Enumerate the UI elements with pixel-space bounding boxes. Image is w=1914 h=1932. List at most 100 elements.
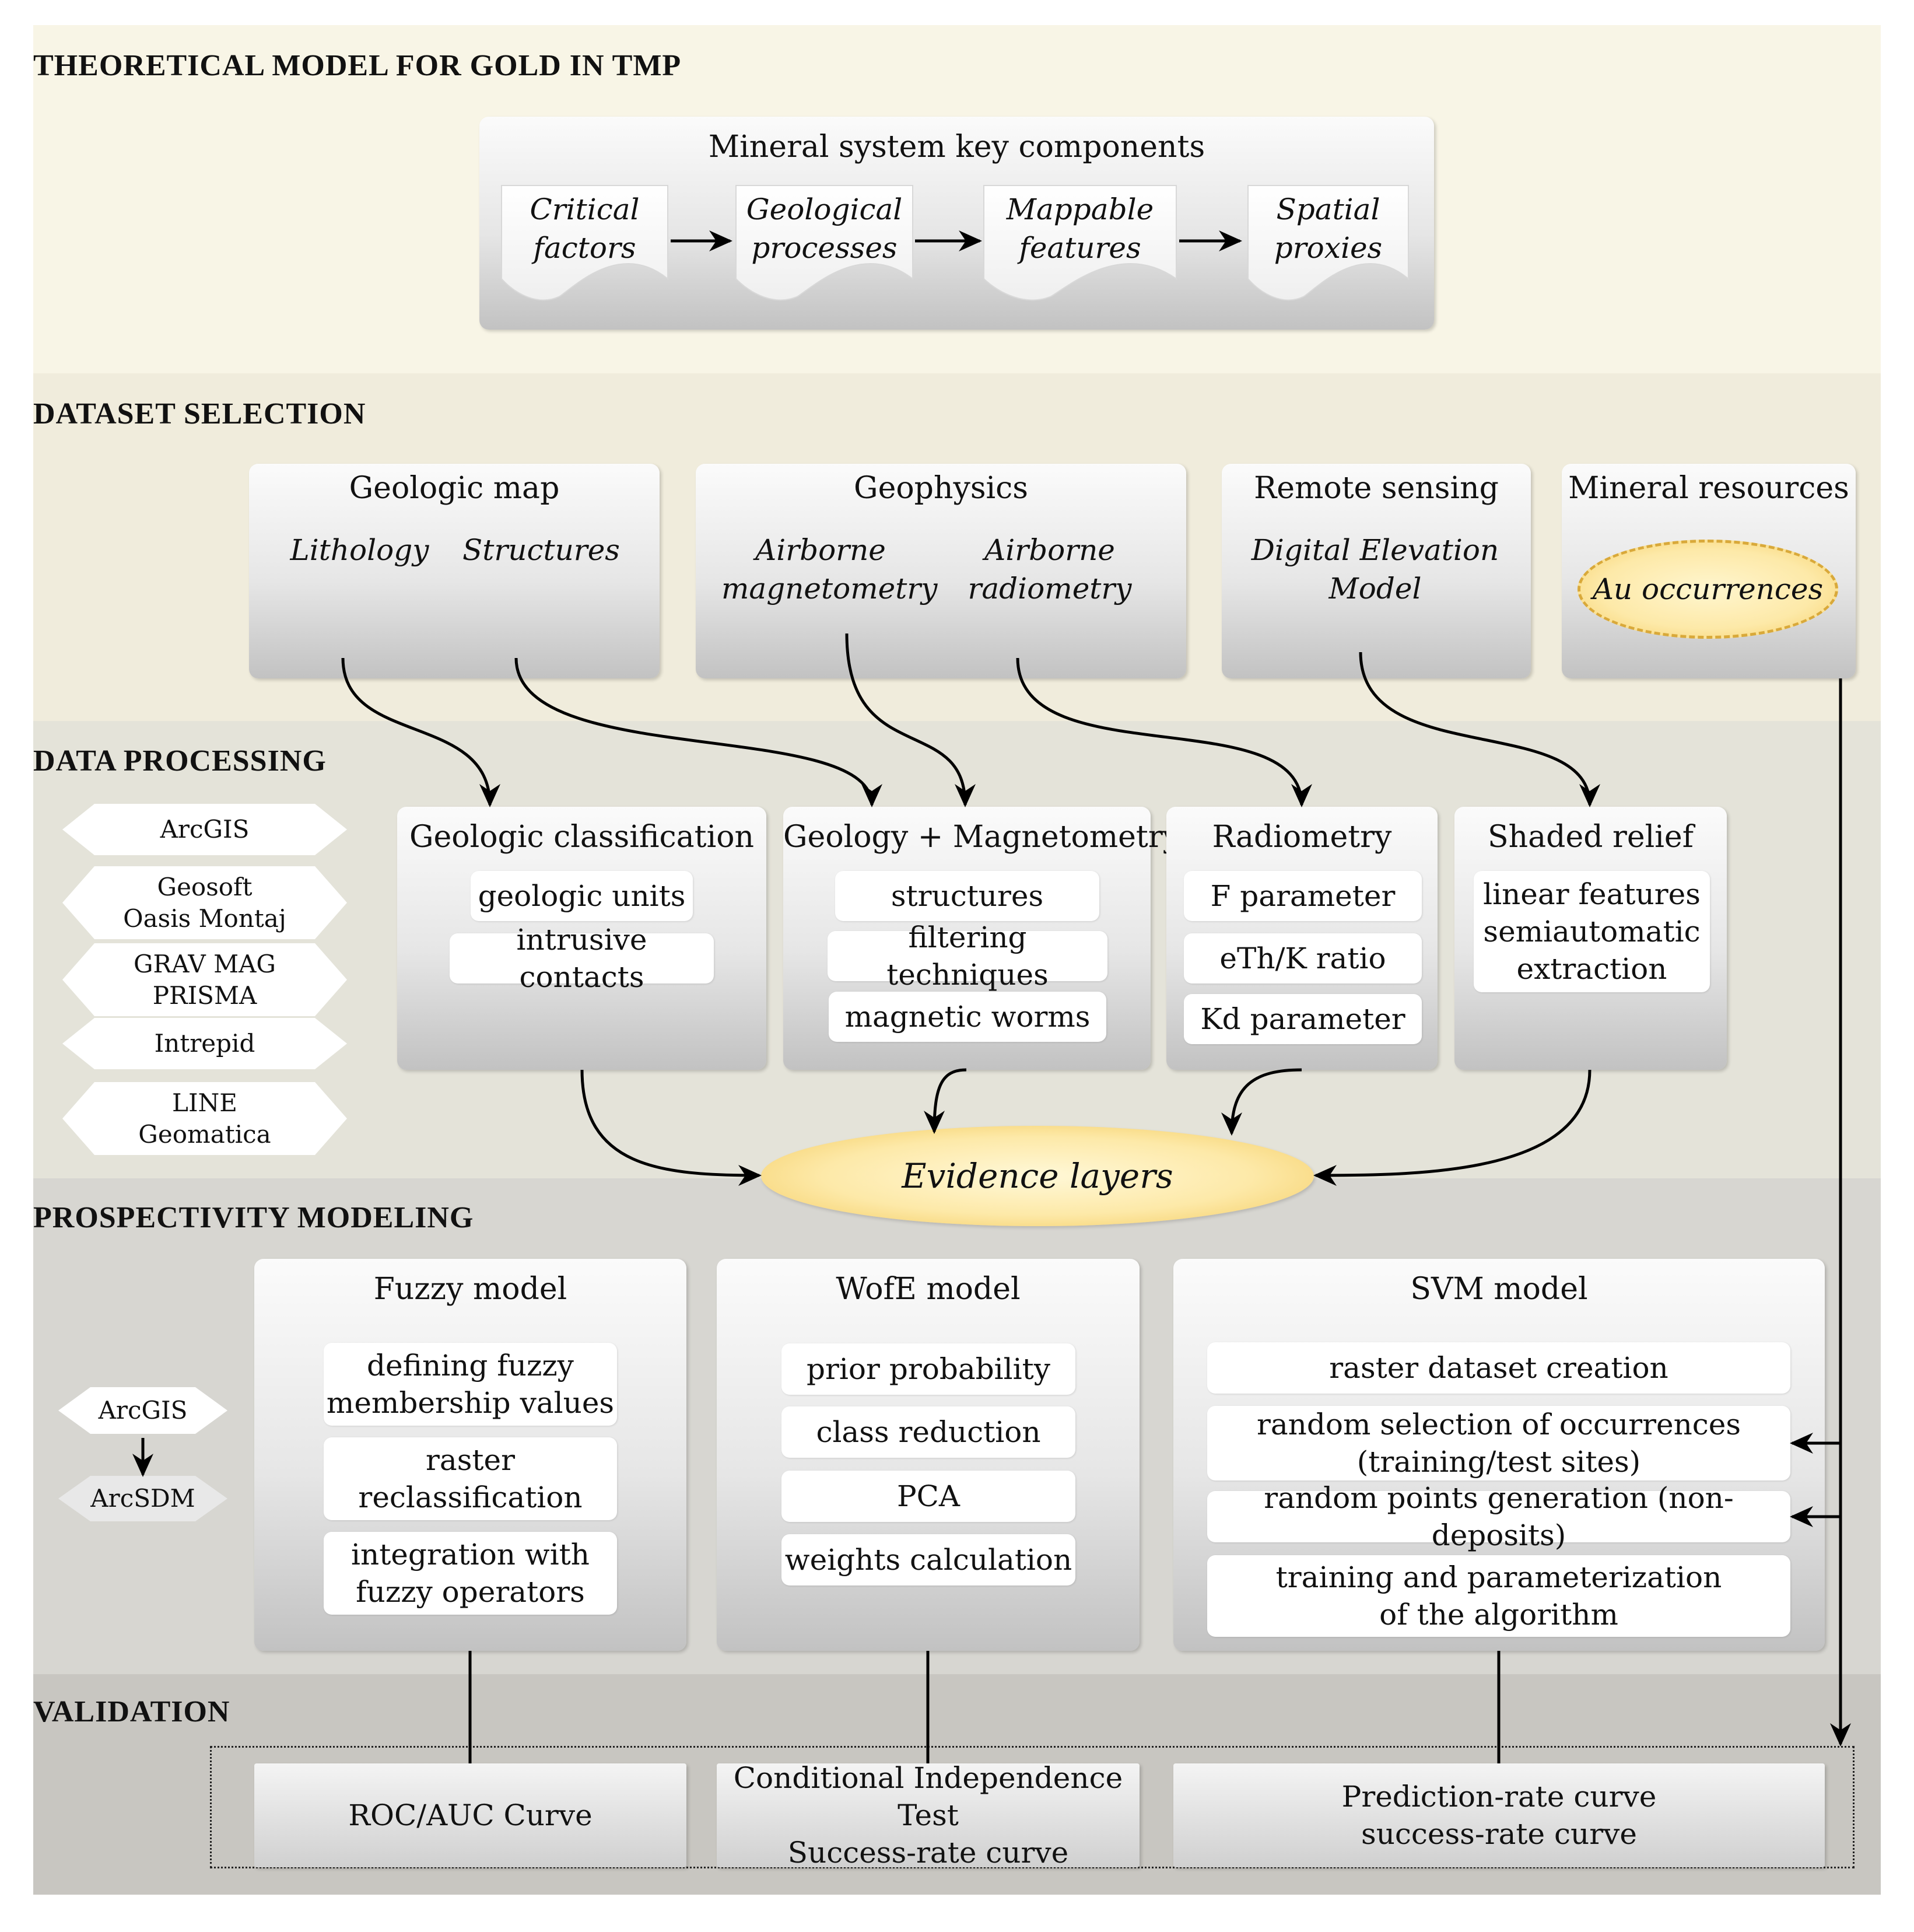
wofe-model-title: WofE model (836, 1272, 1021, 1307)
geologic-map-panel: Geologic map (249, 464, 660, 678)
ms-step-1-shape (501, 185, 668, 301)
section-title-theoretical: THEORETICAL MODEL FOR GOLD IN TMP (33, 49, 682, 82)
ms-step-4-line1: Spatial (1276, 192, 1380, 226)
software-hex-5-line1: LINE (172, 1088, 237, 1117)
doc-airborne-magnetometry-line2: magnetometry (721, 572, 938, 606)
remote-sensing-panel: Remote sensing (1222, 464, 1531, 678)
software-hex-5-shape (62, 1082, 347, 1155)
section-title-validation: VALIDATION (33, 1695, 230, 1728)
evidence-layers-ellipse: Evidence layers (761, 1126, 1314, 1226)
doc-lithology: Lithology (277, 531, 442, 630)
section-title-processing: DATA PROCESSING (33, 744, 327, 778)
ms-step-3-shape (983, 185, 1177, 301)
validation-box-cit (717, 1763, 1140, 1867)
fuzzy-item-1-line1: defining fuzzy (367, 1349, 574, 1382)
ms-step-3-line1: Mappable (1006, 192, 1154, 226)
software-hex-1-shape (62, 804, 347, 855)
au-occurrences-label: Au occurrences (1592, 572, 1824, 606)
ms-step-1-line1: Critical (530, 192, 640, 226)
software-hex-1: ArcGIS (62, 804, 347, 855)
ms-step-2-line2: processes (751, 231, 898, 265)
proc-item-f-parameter: F parameter (1184, 871, 1422, 921)
validation-roc-line1: ROC/AUC Curve (348, 1798, 593, 1832)
svm-item-2-line2: (training/test sites) (1356, 1445, 1641, 1479)
software-hex-2-shape (62, 866, 347, 939)
modeling-software-arcgis-line1: ArcGIS (98, 1396, 188, 1424)
validation-cit-label: Conditional Independence Test Success-ra… (717, 1761, 1140, 1870)
software-hex-4-shape (62, 1018, 347, 1069)
modeling-software-arcgis-shape (58, 1387, 227, 1434)
fuzzy-item-2-line1: raster (426, 1443, 515, 1477)
svm-item-random-points: random points generation (non-deposits) (1207, 1481, 1790, 1552)
svm-model-title: SVM model (1410, 1272, 1588, 1307)
geophysics-title: Geophysics (854, 471, 1028, 506)
wofe-item-weights-calculation: weights calculation (781, 1534, 1075, 1586)
doc-airborne-radiometry-line1: Airborne (984, 533, 1115, 567)
proc-item-structures: structures (835, 871, 1099, 921)
linear-features-line1: linear features (1483, 877, 1701, 911)
svm-item-4-line2: of the algorithm (1379, 1598, 1618, 1632)
doc-airborne-magnetometry: Airborne magnetometry (721, 531, 938, 633)
doc-airborne-radiometry-line2: radiometry (967, 572, 1132, 606)
radiometry-title: Radiometry (1212, 820, 1392, 855)
proc-item-linear-features: linear features semiautomatic extraction (1474, 871, 1710, 992)
doc-dem-line2: Model (1328, 572, 1422, 606)
software-hex-5-line2: Geomatica (138, 1119, 271, 1149)
shaded-relief-title: Shaded relief (1488, 820, 1694, 855)
modeling-software-arcgis: ArcGIS (58, 1387, 227, 1434)
wofe-item-pca: PCA (781, 1471, 1075, 1522)
svm-item-4-line1: training and parameterization (1275, 1560, 1722, 1594)
proc-item-kd-parameter: Kd parameter (1184, 994, 1422, 1044)
ms-step-1-line2: factors (533, 231, 636, 265)
ms-step-2-shape (735, 185, 913, 301)
modeling-software-arcsdm-shape (58, 1476, 227, 1521)
validation-cit-line2: Success-rate curve (787, 1836, 1069, 1870)
remote-sensing-title: Remote sensing (1254, 471, 1499, 506)
wofe-item-prior-probability: prior probability (781, 1343, 1075, 1395)
au-occurrences-ellipse: Au occurrences (1578, 540, 1838, 639)
software-hex-1-line1: ArcGIS (160, 815, 250, 844)
fuzzy-item-operators: integration with fuzzy operators (324, 1532, 617, 1615)
software-hex-4: Intrepid (62, 1018, 347, 1069)
fuzzy-item-reclassification: raster reclassification (324, 1437, 617, 1520)
evidence-layers-label: Evidence layers (902, 1156, 1173, 1196)
validation-cit-line1: Conditional Independence Test (733, 1761, 1123, 1832)
validation-roc-label: ROC/AUC Curve (254, 1763, 686, 1867)
svm-item-training: training and parameterization of the alg… (1207, 1555, 1790, 1637)
wofe-item-class-reduction: class reduction (781, 1406, 1075, 1458)
linear-features-line2: semiautomatic (1483, 915, 1701, 949)
svm-item-raster-dataset: raster dataset creation (1207, 1342, 1790, 1394)
proc-item-intrusive-contacts: intrusive contacts (450, 923, 714, 994)
software-hex-3-shape (62, 943, 347, 1016)
proc-item-filtering-techniques: filtering techniques (828, 921, 1107, 992)
validation-box-prediction (1173, 1763, 1825, 1867)
fuzzy-item-3-line1: integration with (351, 1538, 590, 1572)
mineral-resources-title: Mineral resources (1568, 471, 1849, 506)
fuzzy-item-2-line2: reclassification (358, 1480, 583, 1514)
section-title-modeling: PROSPECTIVITY MODELING (33, 1201, 474, 1234)
doc-dem-line1: Digital Elevation (1251, 533, 1499, 567)
validation-prediction-label: Prediction-rate curve success-rate curve (1173, 1763, 1825, 1867)
ms-step-3: Mappable features (984, 190, 1176, 278)
software-hex-4-line1: Intrepid (154, 1029, 255, 1058)
mineral-system-title: Mineral system key components (708, 130, 1205, 164)
proc-item-geologic-units: geologic units (471, 871, 693, 921)
doc-structures-line1: Structures (462, 533, 620, 567)
validation-box-roc (254, 1763, 686, 1867)
proc-item-eth-k-ratio: eTh/K ratio (1184, 933, 1422, 984)
software-hex-3-line1: GRAV MAG (134, 949, 276, 978)
ms-step-1: Critical factors (502, 190, 668, 278)
fuzzy-item-3-line2: fuzzy operators (356, 1575, 585, 1609)
validation-prediction-line1: Prediction-rate curve (1341, 1780, 1657, 1814)
fuzzy-model-title: Fuzzy model (373, 1272, 567, 1307)
validation-frame (210, 1746, 1855, 1868)
ms-step-3-line2: features (1019, 231, 1141, 265)
doc-airborne-magnetometry-line1: Airborne (755, 533, 886, 567)
svm-item-random-selection: random selection of occurrences (trainin… (1207, 1406, 1790, 1480)
ms-step-4-shape (1247, 185, 1409, 301)
